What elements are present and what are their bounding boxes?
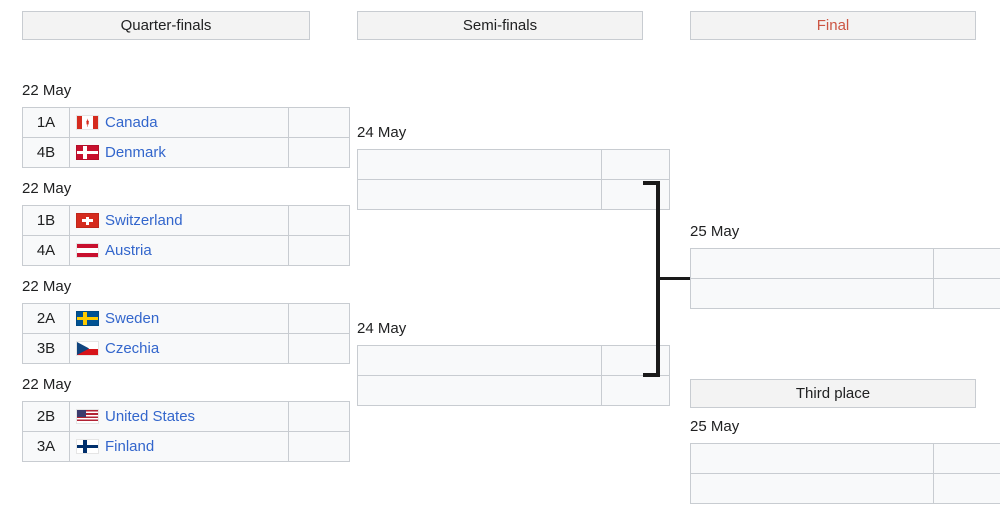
team-cell [690, 248, 934, 279]
match-table-qf-3: 2A Sweden 3B Czechia [22, 303, 350, 364]
seed-label: 3A [22, 431, 70, 462]
team-cell: Denmark [69, 137, 289, 168]
score-cell [933, 443, 1000, 474]
table-row: 3A Finland [22, 431, 350, 462]
match-date: 22 May [22, 82, 72, 99]
table-row [690, 248, 1000, 279]
round-header-final: Final [690, 11, 976, 40]
table-row [690, 473, 1000, 504]
match-table-qf-1: 1A Canada 4B Denmark [22, 107, 350, 168]
seed-label: 4B [22, 137, 70, 168]
match-date: 22 May [22, 376, 72, 393]
table-row [357, 375, 670, 406]
match-table-thirdplace [690, 443, 1000, 504]
table-row: 1A Canada [22, 107, 350, 138]
team-name-link[interactable]: Finland [105, 438, 155, 455]
table-row [357, 179, 670, 210]
team-cell: United States [69, 401, 289, 432]
score-cell [288, 205, 350, 236]
bracket-connector-final-horizontal [656, 277, 690, 280]
seed-label: 2B [22, 401, 70, 432]
team-cell [357, 375, 602, 406]
flag-sweden-icon [76, 311, 99, 326]
match-table-final [690, 248, 1000, 309]
team-name-link[interactable]: Denmark [105, 144, 166, 161]
match-date: 22 May [22, 180, 72, 197]
flag-finland-icon [76, 439, 99, 454]
table-row: 2B United States [22, 401, 350, 432]
match-date: 24 May [357, 124, 407, 141]
match-date: 25 May [690, 418, 740, 435]
score-cell [288, 431, 350, 462]
table-row [357, 149, 670, 180]
seed-label: 4A [22, 235, 70, 266]
team-cell [690, 278, 934, 309]
score-cell [288, 401, 350, 432]
bracket-connector-sf2-horizontal [643, 373, 660, 377]
score-cell [288, 235, 350, 266]
team-cell: Czechia [69, 333, 289, 364]
team-cell [690, 443, 934, 474]
table-row: 2A Sweden [22, 303, 350, 334]
score-cell [288, 107, 350, 138]
table-row: 4B Denmark [22, 137, 350, 168]
round-header-quarterfinals: Quarter-finals [22, 11, 310, 40]
team-cell [690, 473, 934, 504]
match-date: 24 May [357, 320, 407, 337]
seed-label: 1A [22, 107, 70, 138]
team-cell: Finland [69, 431, 289, 462]
round-header-thirdplace: Third place [690, 379, 976, 408]
match-table-qf-2: 1B Switzerland 4A Austria [22, 205, 350, 266]
table-row: 3B Czechia [22, 333, 350, 364]
score-cell [601, 375, 670, 406]
team-name-link[interactable]: Austria [105, 242, 152, 259]
team-name-link[interactable]: Switzerland [105, 212, 183, 229]
seed-label: 2A [22, 303, 70, 334]
match-table-sf-2 [357, 345, 670, 406]
team-name-link[interactable]: United States [105, 408, 196, 425]
score-cell [288, 303, 350, 334]
team-cell: Canada [69, 107, 289, 138]
team-name-link[interactable]: Czechia [105, 340, 160, 357]
score-cell [933, 473, 1000, 504]
score-cell [933, 278, 1000, 309]
flag-czechia-icon [76, 341, 99, 356]
match-date: 25 May [690, 223, 740, 240]
match-table-qf-4: 2B United States 3A Finland [22, 401, 350, 462]
table-row: 1B Switzerland [22, 205, 350, 236]
team-cell: Austria [69, 235, 289, 266]
match-date: 22 May [22, 278, 72, 295]
team-cell: Sweden [69, 303, 289, 334]
team-name-link[interactable]: Sweden [105, 310, 160, 327]
flag-denmark-icon [76, 145, 99, 160]
table-row [690, 278, 1000, 309]
flag-canada-icon [76, 115, 99, 130]
flag-unitedstates-icon [76, 409, 99, 424]
score-cell [601, 149, 670, 180]
seed-label: 3B [22, 333, 70, 364]
flag-switzerland-icon [76, 213, 99, 228]
table-row [357, 345, 670, 376]
match-table-sf-1 [357, 149, 670, 210]
team-cell [357, 149, 602, 180]
team-cell: Switzerland [69, 205, 289, 236]
team-cell [357, 345, 602, 376]
round-header-semifinals: Semi-finals [357, 11, 643, 40]
score-cell [288, 137, 350, 168]
team-name-link[interactable]: Canada [105, 114, 158, 131]
seed-label: 1B [22, 205, 70, 236]
team-cell [357, 179, 602, 210]
bracket-connector-sf1-horizontal [643, 181, 660, 185]
flag-austria-icon [76, 243, 99, 258]
table-row [690, 443, 1000, 474]
table-row: 4A Austria [22, 235, 350, 266]
score-cell [933, 248, 1000, 279]
score-cell [288, 333, 350, 364]
